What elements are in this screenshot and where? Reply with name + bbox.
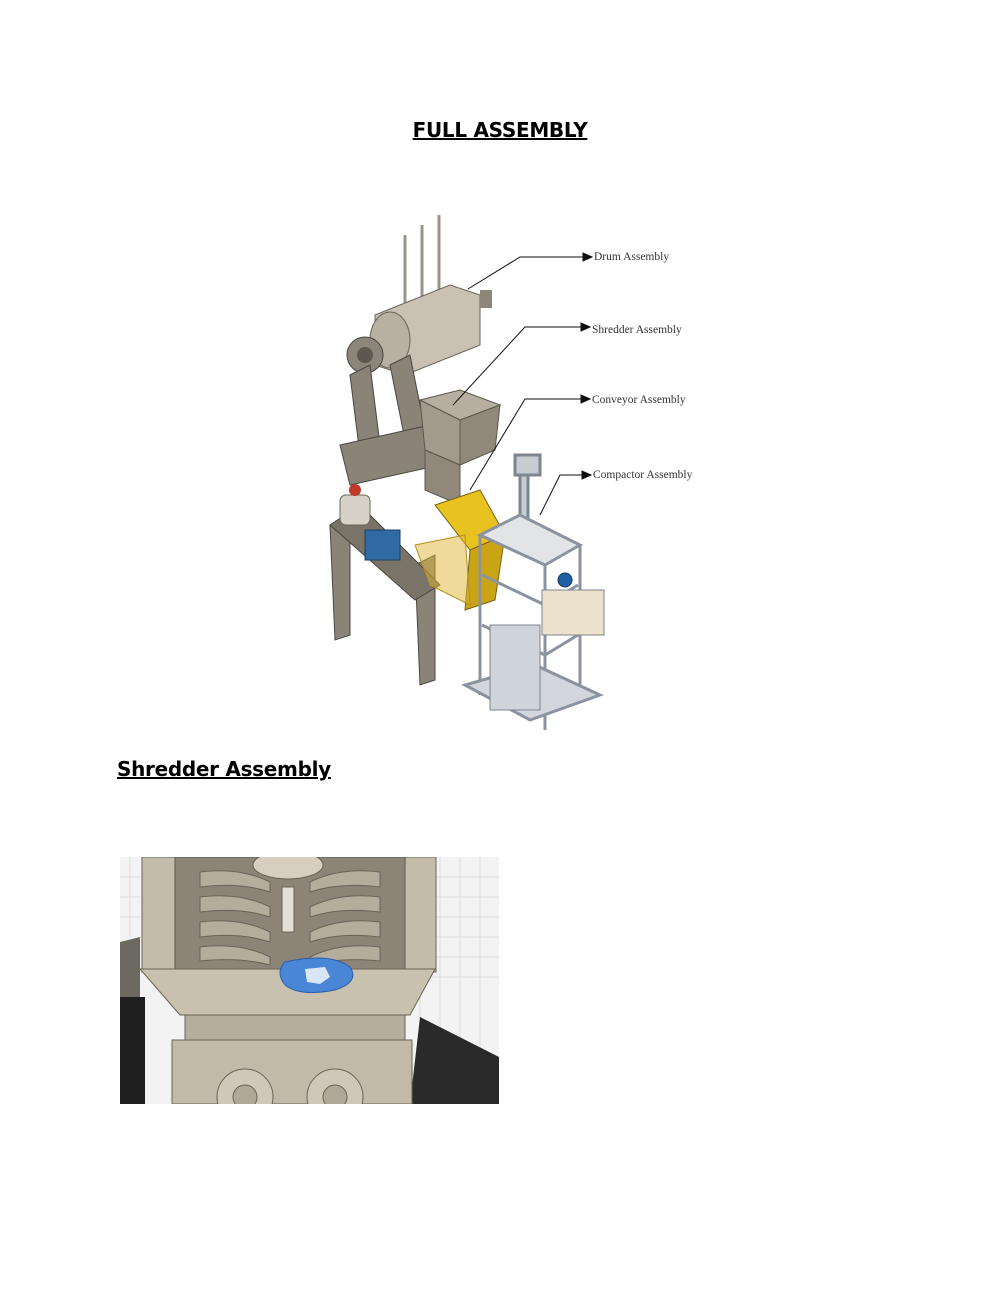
- motor: [339, 484, 401, 561]
- callout-compactor: Compactor Assembly: [593, 469, 693, 481]
- callout-drum: Drum Assembly: [594, 251, 669, 263]
- callout-shredder: Shredder Assembly: [592, 324, 682, 336]
- shredder-assembly: [418, 389, 502, 506]
- threaded-rods: [403, 215, 441, 305]
- full-assembly-figure: Drum Assembly Shredder Assembly Conveyor…: [329, 215, 693, 730]
- compactor-assembly: [461, 453, 605, 730]
- shredder-closeup-figure: [120, 857, 499, 1104]
- callout-arrows: [452, 252, 594, 516]
- gears: [216, 1068, 364, 1104]
- callout-conveyor: Conveyor Assembly: [592, 394, 686, 406]
- section-heading: Shredder Assembly: [117, 757, 331, 781]
- page-title: FULL ASSEMBLY: [412, 118, 588, 142]
- drum-assembly: [346, 284, 492, 376]
